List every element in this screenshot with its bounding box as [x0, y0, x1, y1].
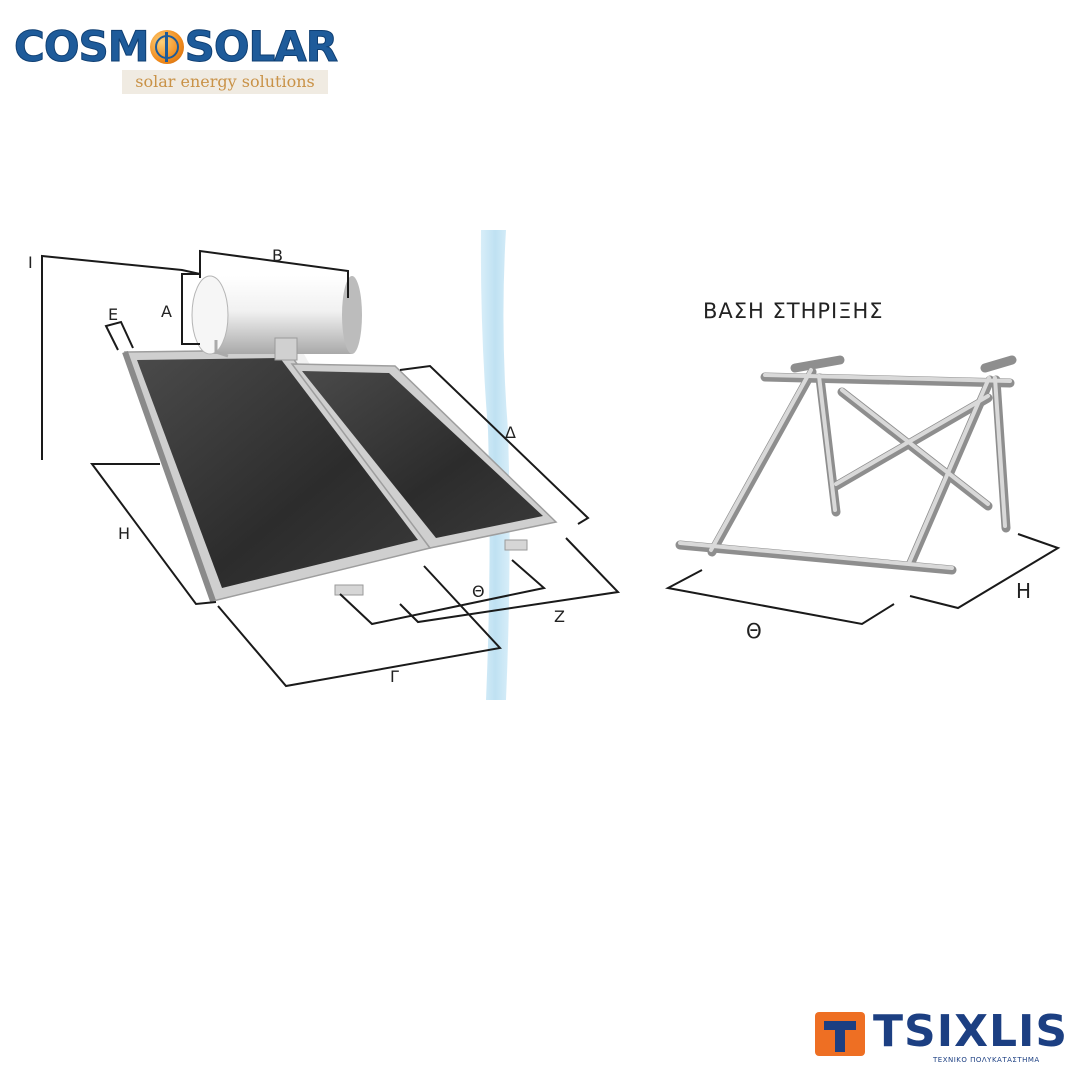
dim-label-i: Ι — [28, 253, 33, 272]
system-dimension-lines — [41, 249, 621, 688]
cosmosolar-word-part1: COSM — [14, 22, 151, 72]
left-collector — [122, 349, 432, 602]
cosmosolar-logo: COSM SOLAR solar energy solutions — [14, 22, 339, 98]
dim-label-th: Θ — [472, 582, 485, 601]
cosmosolar-tagline: solar energy solutions — [122, 70, 328, 94]
globe-icon — [149, 30, 184, 64]
dim-label-h: Η — [118, 524, 130, 543]
support-base-frame — [675, 355, 1017, 575]
dim-label-d: Δ — [505, 423, 516, 442]
tsixlis-logo: TSIXLIS ΤΕΧΝΙΚΟ ΠΟΛΥΚΑΤΑΣΤΗΜΑ — [815, 1006, 1067, 1072]
dim-label-b: Β — [272, 246, 283, 265]
dim-label-z: Ζ — [554, 607, 565, 626]
dim-label-e: Ε — [108, 305, 118, 324]
cosmosolar-word-part2: SOLAR — [184, 22, 339, 72]
tsixlis-mark-icon — [815, 1012, 865, 1056]
collector-foot — [334, 584, 364, 596]
base-dimension-lines — [664, 533, 1061, 626]
tsixlis-subtitle: ΤΕΧΝΙΚΟ ΠΟΛΥΚΑΤΑΣΤΗΜΑ — [933, 1056, 1040, 1064]
water-tank — [191, 275, 362, 361]
support-base-title: ΒΑΣΗ ΣΤΗΡΙΞΗΣ — [703, 299, 884, 323]
base-dim-label-h: Η — [1016, 579, 1031, 603]
tsixlis-wordmark: TSIXLIS — [873, 1006, 1069, 1057]
cosmosolar-wordmark: COSM SOLAR — [14, 22, 339, 72]
dim-label-a: Α — [161, 302, 172, 321]
dim-label-g: Γ — [390, 667, 399, 686]
base-dim-label-th: Θ — [746, 619, 762, 643]
right-collector — [290, 363, 558, 549]
collector-foot — [504, 539, 528, 551]
